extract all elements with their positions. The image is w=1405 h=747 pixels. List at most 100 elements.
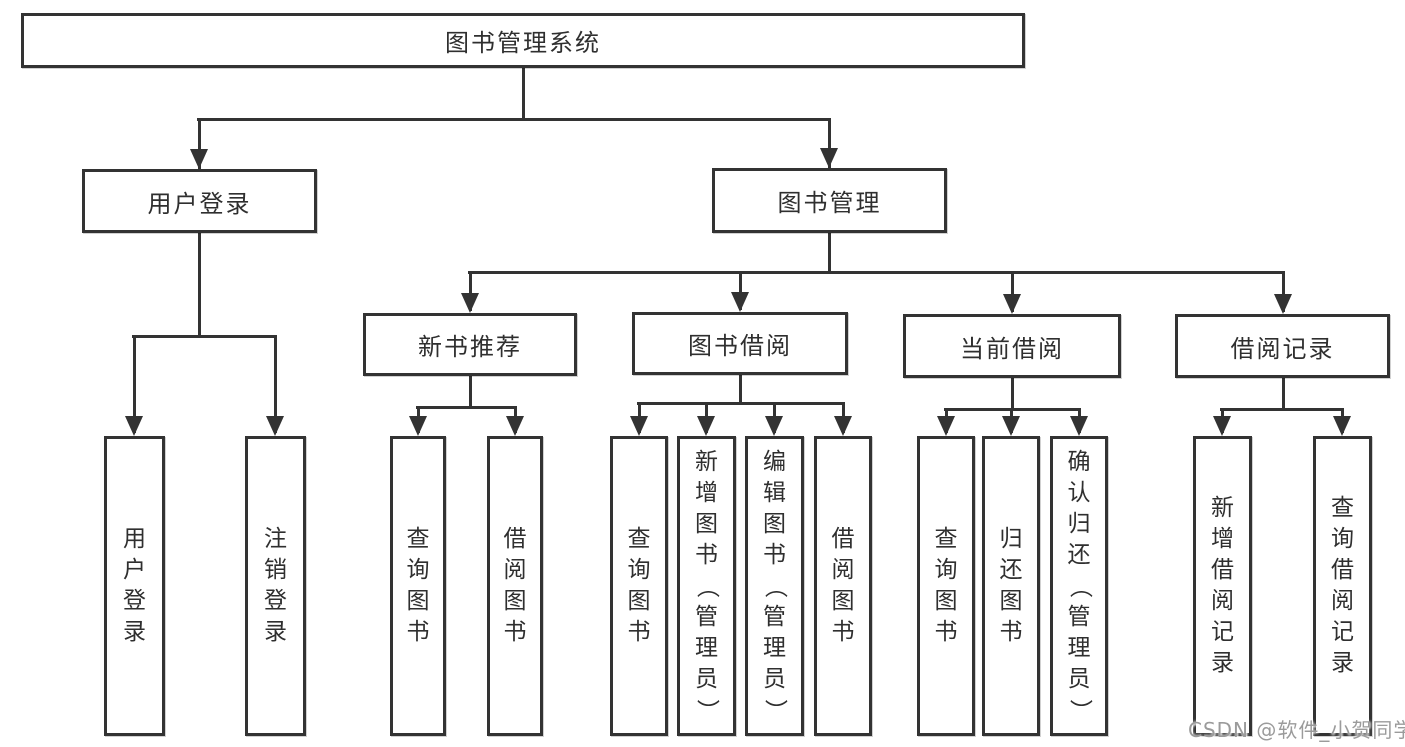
node-label: 编辑图书（管理员） bbox=[762, 439, 788, 733]
connector-arrowhead bbox=[506, 416, 524, 436]
vertical-char: 员 bbox=[695, 665, 718, 692]
connector-arrowhead bbox=[820, 148, 838, 168]
node-label: 新增借阅记录 bbox=[1211, 439, 1234, 733]
node-label: 确认归还（管理员） bbox=[1066, 439, 1093, 733]
vertical-char: 书 bbox=[763, 541, 786, 568]
vertical-char: ） bbox=[762, 698, 788, 722]
node-book-management: 图书管理 bbox=[712, 168, 947, 233]
node-user-login: 用户登录 bbox=[82, 169, 317, 233]
connector-line bbox=[1010, 272, 1014, 312]
node-label: 查询图书 bbox=[628, 439, 651, 733]
vertical-char: 录 bbox=[1331, 650, 1354, 676]
connector-line bbox=[132, 336, 136, 433]
connector-line bbox=[468, 272, 472, 311]
node-new-book-recommend: 新书推荐 bbox=[363, 313, 577, 376]
leaf-bor-borrow-books: 借阅图书 bbox=[814, 436, 872, 736]
node-label: 图书管理系统 bbox=[445, 29, 601, 57]
vertical-char: 认 bbox=[1067, 479, 1091, 506]
vertical-char: 借 bbox=[503, 526, 527, 552]
node-label: 查询图书 bbox=[407, 439, 430, 733]
vertical-char: 新 bbox=[1211, 495, 1234, 521]
node-label: 借阅图书 bbox=[504, 439, 527, 733]
connector-line bbox=[1010, 378, 1014, 411]
vertical-char: 理 bbox=[1067, 634, 1091, 661]
node-label: 查询图书 bbox=[935, 439, 958, 733]
vertical-char: 编 bbox=[763, 448, 786, 475]
vertical-char: 图 bbox=[934, 588, 958, 614]
vertical-char: 员 bbox=[763, 665, 786, 692]
connector-line bbox=[197, 119, 201, 169]
vertical-char: 归 bbox=[1067, 510, 1091, 537]
node-label: 借阅记录 bbox=[1230, 334, 1335, 363]
vertical-char: 归 bbox=[999, 526, 1023, 552]
node-label: 归还图书 bbox=[1000, 439, 1023, 733]
connector-line bbox=[468, 270, 1285, 274]
vertical-char: 员 bbox=[1067, 665, 1091, 692]
vertical-char: ） bbox=[694, 698, 720, 722]
connector-arrowhead bbox=[409, 416, 427, 436]
vertical-char: 销 bbox=[264, 557, 287, 583]
vertical-char: 注 bbox=[264, 526, 287, 552]
vertical-char: 书 bbox=[999, 619, 1023, 645]
node-label: 图书借阅 bbox=[688, 332, 792, 360]
leaf-user-login: 用户登录 bbox=[104, 436, 165, 736]
connector-arrowhead bbox=[1003, 294, 1021, 314]
connector-arrowhead bbox=[1274, 294, 1292, 314]
connector-arrowhead bbox=[630, 416, 648, 436]
vertical-char: 阅 bbox=[1331, 588, 1354, 614]
connector-line bbox=[827, 233, 831, 274]
leaf-cur-return-books: 归还图书 bbox=[982, 436, 1040, 736]
vertical-char: 增 bbox=[695, 479, 718, 506]
vertical-char: 管 bbox=[695, 603, 718, 630]
vertical-char: 查 bbox=[1331, 495, 1354, 521]
vertical-char: 询 bbox=[406, 557, 430, 583]
vertical-char: 记 bbox=[1331, 619, 1354, 645]
vertical-char: 阅 bbox=[831, 557, 855, 583]
vertical-char: （ bbox=[1066, 574, 1093, 598]
vertical-char: 书 bbox=[627, 619, 651, 645]
node-label: 查询借阅记录 bbox=[1331, 439, 1354, 733]
vertical-char: 图 bbox=[763, 510, 786, 537]
vertical-char: 书 bbox=[406, 619, 430, 645]
leaf-bor-query-books: 查询图书 bbox=[610, 436, 668, 736]
vertical-char: 借 bbox=[1211, 557, 1234, 583]
node-label: 用户登录 bbox=[123, 439, 146, 733]
leaf-rec-borrow-books: 借阅图书 bbox=[487, 436, 543, 736]
connector-arrowhead bbox=[765, 416, 783, 436]
connector-arrowhead bbox=[731, 292, 749, 312]
connector-line bbox=[944, 407, 1081, 411]
connector-line bbox=[132, 334, 277, 338]
connector-arrowhead bbox=[461, 293, 479, 313]
watermark: CSDN @软件_小贺同学 bbox=[1188, 718, 1405, 742]
node-label: 用户登录 bbox=[147, 189, 252, 218]
connector-line bbox=[197, 233, 201, 338]
vertical-char: 图 bbox=[999, 588, 1023, 614]
node-book-borrow: 图书借阅 bbox=[632, 312, 848, 375]
connector-line bbox=[273, 336, 277, 433]
connector-line bbox=[637, 401, 845, 405]
connector-arrowhead bbox=[190, 149, 208, 169]
leaf-cur-confirm-return-admin: 确认归还（管理员） bbox=[1050, 436, 1108, 736]
vertical-char: 图 bbox=[695, 510, 718, 537]
connector-arrowhead bbox=[834, 416, 852, 436]
vertical-char: 用 bbox=[123, 526, 146, 552]
vertical-char: 户 bbox=[123, 557, 146, 583]
node-borrow-records: 借阅记录 bbox=[1175, 314, 1390, 378]
vertical-char: 借 bbox=[831, 526, 855, 552]
leaf-cur-query-books: 查询图书 bbox=[917, 436, 975, 736]
connector-line bbox=[197, 117, 831, 121]
vertical-char: 图 bbox=[831, 588, 855, 614]
vertical-char: 还 bbox=[999, 557, 1023, 583]
vertical-char: 记 bbox=[1211, 619, 1234, 645]
vertical-char: 确 bbox=[1067, 448, 1091, 475]
vertical-char: 管 bbox=[1067, 603, 1091, 630]
connector-arrowhead bbox=[937, 416, 955, 436]
vertical-char: 书 bbox=[831, 619, 855, 645]
vertical-char: 管 bbox=[763, 603, 786, 630]
vertical-char: 询 bbox=[934, 557, 958, 583]
vertical-char: 图 bbox=[406, 588, 430, 614]
vertical-char: 理 bbox=[763, 634, 786, 661]
connector-arrowhead bbox=[1002, 416, 1020, 436]
vertical-char: 理 bbox=[695, 634, 718, 661]
